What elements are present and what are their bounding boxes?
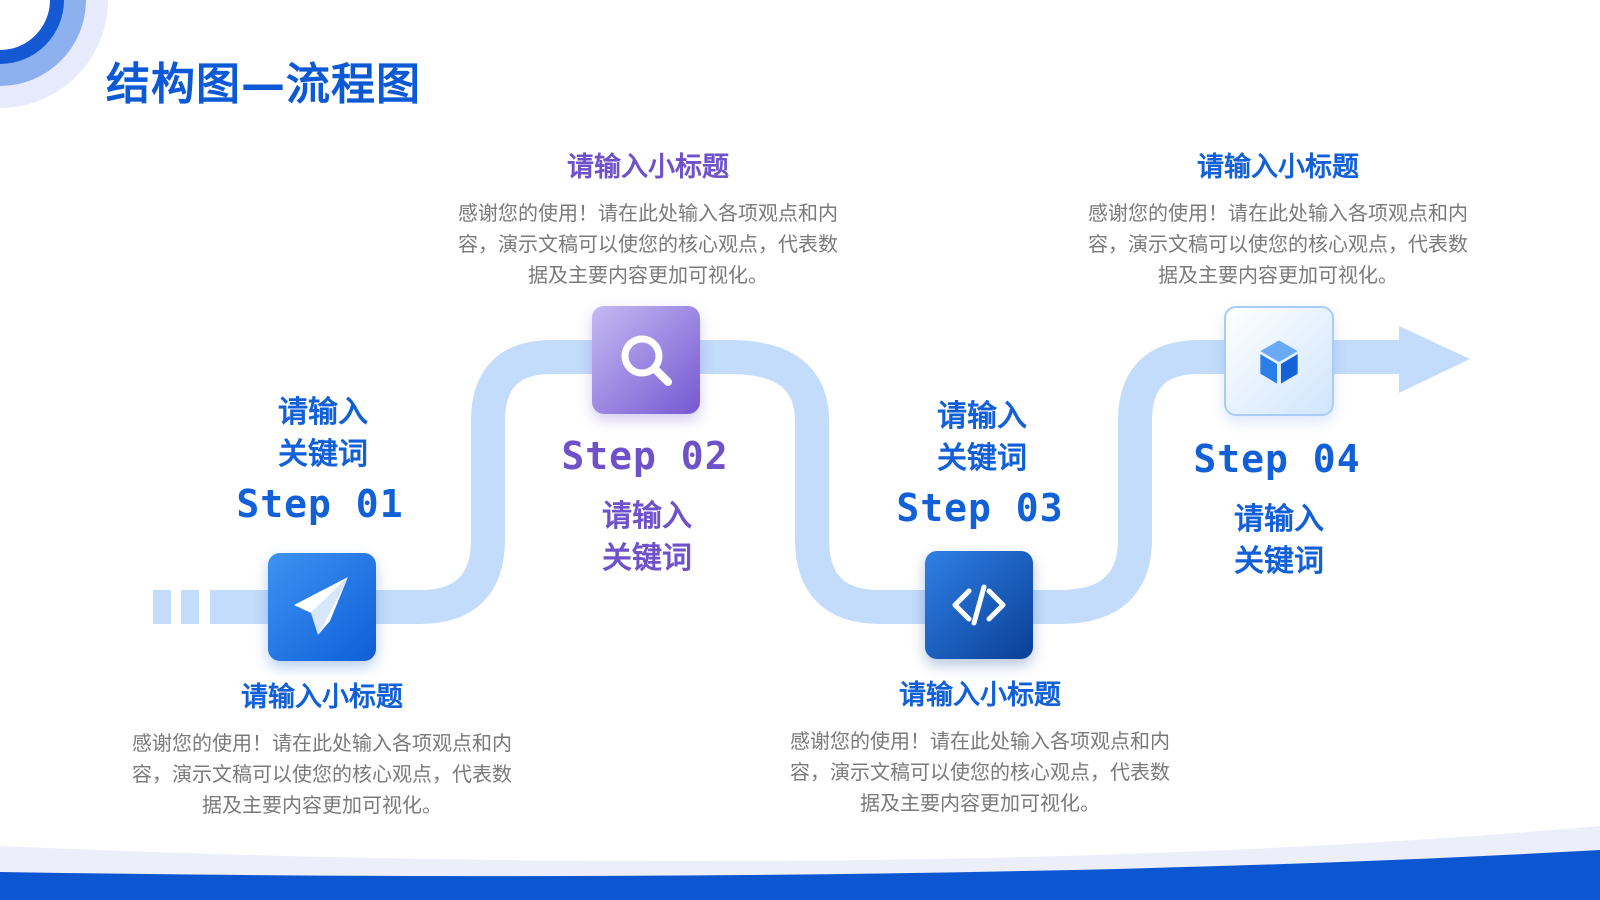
step-1-text: 请输入小标题 感谢您的使用！请在此处输入各项观点和内 容，演示文稿可以使您的核心…: [84, 680, 560, 821]
step-3-subtitle: 请输入小标题: [899, 680, 1061, 711]
search-icon: [621, 335, 672, 386]
desc-line: 感谢您的使用！请在此处输入各项观点和内: [1088, 201, 1468, 225]
keyword-line: 请输入: [278, 395, 368, 430]
desc-line: 感谢您的使用！请在此处输入各项观点和内: [790, 729, 1170, 753]
desc-line: 容，演示文稿可以使您的核心观点，代表数: [790, 760, 1170, 784]
page-title: 结构图—流程图: [106, 59, 421, 110]
step-2-subtitle: 请输入小标题: [567, 152, 729, 183]
desc-line: 容，演示文稿可以使您的核心观点，代表数: [1088, 232, 1468, 256]
keyword-line: 请输入: [602, 499, 692, 534]
step-1-subtitle: 请输入小标题: [241, 682, 403, 713]
keyword-line: 关键词: [1234, 544, 1324, 579]
desc-line: 容，演示文稿可以使您的核心观点，代表数: [458, 232, 838, 256]
step-1-description: 感谢您的使用！请在此处输入各项观点和内 容，演示文稿可以使您的核心观点，代表数 …: [84, 728, 560, 821]
desc-line: 据及主要内容更加可视化。: [528, 263, 768, 287]
step-4-text: 请输入小标题 感谢您的使用！请在此处输入各项观点和内 容，演示文稿可以使您的核心…: [1040, 150, 1516, 291]
keyword-line: 请输入: [937, 399, 1027, 434]
desc-line: 感谢您的使用！请在此处输入各项观点和内: [132, 731, 512, 755]
keyword-line: 请输入: [1234, 502, 1324, 537]
step-4-label: Step 04: [1193, 437, 1361, 481]
step-4-keyword: 请输入 关键词: [1169, 499, 1389, 583]
keyword-line: 关键词: [937, 441, 1027, 476]
step-3-label: Step 03: [896, 486, 1064, 530]
desc-line: 据及主要内容更加可视化。: [860, 791, 1100, 815]
path-dash: [153, 590, 171, 624]
desc-line: 据及主要内容更加可视化。: [1158, 263, 1398, 287]
step-2-icon-box: [592, 306, 700, 414]
step-2-text: 请输入小标题 感谢您的使用！请在此处输入各项观点和内 容，演示文稿可以使您的核心…: [410, 150, 886, 291]
step-1-keyword: 请输入 关键词: [213, 392, 433, 476]
keyword-line: 关键词: [602, 541, 692, 576]
step-3-icon-box: [925, 551, 1033, 659]
desc-line: 据及主要内容更加可视化。: [202, 793, 442, 817]
path-arrowhead: [1399, 326, 1470, 393]
step-2-label: Step 02: [561, 434, 729, 478]
step-4-subtitle: 请输入小标题: [1197, 152, 1359, 183]
desc-line: 感谢您的使用！请在此处输入各项观点和内: [458, 201, 838, 225]
step-3-keyword: 请输入 关键词: [872, 396, 1092, 480]
step-4-description: 感谢您的使用！请在此处输入各项观点和内 容，演示文稿可以使您的核心观点，代表数 …: [1040, 198, 1516, 291]
cube-icon: [1260, 340, 1298, 384]
desc-line: 容，演示文稿可以使您的核心观点，代表数: [132, 762, 512, 786]
step-3-description: 感谢您的使用！请在此处输入各项观点和内 容，演示文稿可以使您的核心观点，代表数 …: [742, 726, 1218, 819]
path-dash: [181, 590, 199, 624]
code-icon: [952, 584, 1006, 626]
step-1-icon-box: [268, 553, 376, 661]
path-line: [210, 340, 1405, 624]
keyword-line: 关键词: [278, 437, 368, 472]
step-3-text: 请输入小标题 感谢您的使用！请在此处输入各项观点和内 容，演示文稿可以使您的核心…: [742, 678, 1218, 819]
step-4-icon-box: [1224, 306, 1334, 416]
step-2-description: 感谢您的使用！请在此处输入各项观点和内 容，演示文稿可以使您的核心观点，代表数 …: [410, 198, 886, 291]
step-1-label: Step 01: [236, 482, 404, 526]
paper-plane-icon: [294, 577, 348, 635]
step-2-keyword: 请输入 关键词: [537, 496, 757, 580]
